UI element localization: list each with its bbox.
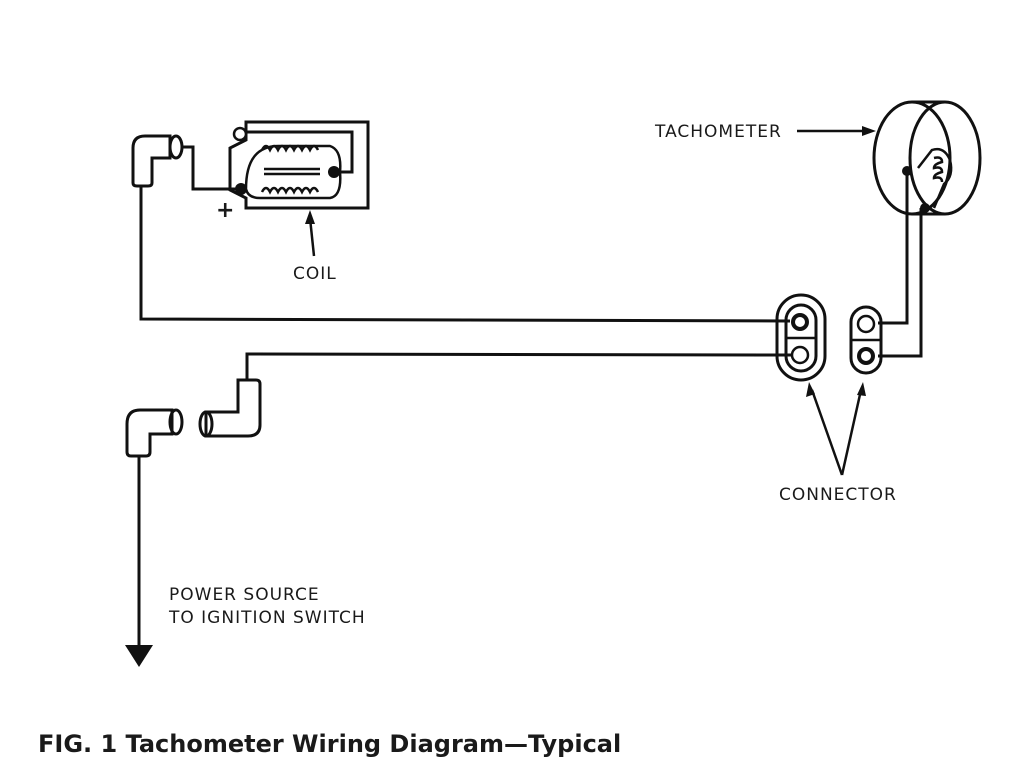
connector-label: CONNECTOR bbox=[779, 485, 897, 505]
connector-arrows bbox=[806, 382, 866, 476]
wire-connector-to-bullet bbox=[245, 352, 792, 380]
wire-tach-to-connector-1 bbox=[878, 171, 909, 325]
wire-boot-to-coil bbox=[182, 145, 240, 191]
connector-left bbox=[775, 293, 827, 382]
power-source-arrow bbox=[125, 645, 153, 667]
connector-right bbox=[849, 305, 883, 375]
bullet-connector-right bbox=[198, 378, 262, 438]
wire-coil-to-connector bbox=[139, 186, 791, 323]
tachometer-arrow bbox=[797, 126, 876, 136]
bullet-connector-left bbox=[125, 408, 184, 458]
coil-terminal-boot bbox=[131, 134, 184, 188]
coil-plus-label: + bbox=[216, 198, 235, 223]
power-source-label-line2: TO IGNITION SWITCH bbox=[168, 608, 366, 628]
tachometer bbox=[872, 100, 982, 216]
figure-caption: FIG. 1 Tachometer Wiring Diagram—Typical bbox=[38, 730, 621, 758]
coil-label: COIL bbox=[293, 264, 337, 284]
coil bbox=[228, 120, 370, 210]
wire-tach-to-connector-2 bbox=[878, 208, 923, 358]
power-source-label-line1: POWER SOURCE bbox=[169, 585, 320, 605]
coil-arrow bbox=[305, 210, 316, 257]
tachometer-label: TACHOMETER bbox=[654, 122, 782, 142]
